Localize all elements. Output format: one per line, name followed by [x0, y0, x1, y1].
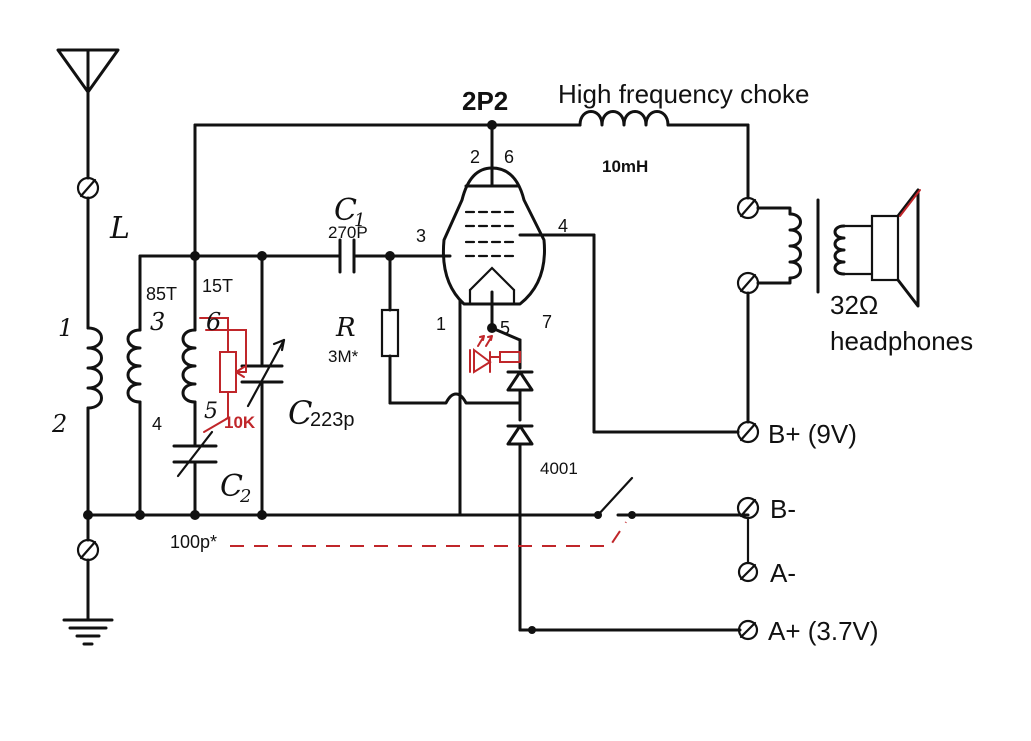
switch-link-dashed [230, 521, 627, 547]
coil-pin-1-label: 1 [58, 314, 73, 342]
cap-c-label: C [288, 394, 312, 432]
terminal-a-plus [737, 619, 759, 641]
pin-4-label: 4 [558, 216, 568, 236]
coil-pin-6-label: 6 [206, 308, 221, 336]
coil-pin-3-label: 3 [150, 308, 165, 336]
coil-pin-2-label: 2 [51, 410, 67, 438]
choke-value: 10mH [602, 157, 648, 176]
power-switch [594, 511, 636, 519]
terminal-a-minus [737, 516, 759, 583]
screen-grid-wire [518, 233, 740, 434]
ground-symbol [62, 558, 114, 646]
diode-label: 4001 [540, 459, 578, 478]
a-minus-label: A- [770, 558, 796, 588]
antenna-symbol [56, 48, 120, 180]
pot-value: 10K [224, 413, 256, 432]
resistor-r-label: R [335, 313, 356, 343]
coil-pin-4-label: 4 [152, 414, 162, 434]
ground-terminal [76, 538, 100, 562]
diode-4001 [506, 370, 534, 632]
a-plus-wire [518, 626, 742, 634]
coil-l [86, 326, 103, 410]
inductor-l-label: L [109, 211, 130, 246]
led-indicator [469, 335, 521, 374]
coil-85t [126, 254, 142, 517]
choke-title: High frequency choke [558, 79, 809, 109]
resistor-value: 3M* [328, 347, 359, 366]
pin-2-label: 2 [470, 147, 480, 167]
pin-3-label: 3 [416, 226, 426, 246]
coil-pin-5-label: 5 [204, 399, 218, 424]
b-minus-label: B- [770, 494, 796, 524]
headphones-label: headphones [830, 326, 973, 356]
c1-value: 270P [328, 223, 368, 242]
ground-bus [83, 476, 750, 520]
c1-label: C [334, 193, 357, 228]
plate-bus [193, 120, 582, 187]
pin-5-label: 5 [500, 318, 510, 338]
cap-c-value: 223p [310, 409, 355, 431]
headphones-icon [870, 188, 921, 308]
vacuum-tube-2p2 [441, 166, 546, 306]
potentiometer-10k [199, 317, 247, 433]
headphones-ohm: 32Ω [830, 290, 878, 320]
grid-capacitor-c1 [260, 238, 452, 274]
antenna-terminal [76, 176, 100, 200]
pin-6-label: 6 [504, 147, 514, 167]
output-transformer [756, 198, 874, 294]
turns-15-label: 15T [202, 276, 233, 296]
c2-label: C [220, 469, 243, 504]
tube-label: 2P2 [462, 86, 508, 116]
output-terminal-top [736, 196, 760, 220]
rf-choke [578, 110, 750, 200]
output-terminal-bottom [736, 271, 760, 295]
trimmer-capacitor-c2 [172, 430, 218, 517]
turns-85-label: 85T [146, 284, 177, 304]
b-plus-label: B+ (9V) [768, 419, 857, 449]
a-plus-label: A+ (3.7V) [768, 616, 879, 646]
c2-sub-label: 2 [239, 486, 251, 507]
c2-value: 100p* [170, 532, 217, 552]
pin-1-label: 1 [436, 314, 446, 334]
grid-leak-resistor-r [380, 254, 522, 405]
coil-15t [181, 123, 197, 448]
c1-sub-label: 1 [354, 210, 365, 231]
terminal-b-plus [736, 420, 760, 444]
tuning-capacitor-c [240, 254, 286, 517]
pin-7-label: 7 [542, 312, 552, 332]
